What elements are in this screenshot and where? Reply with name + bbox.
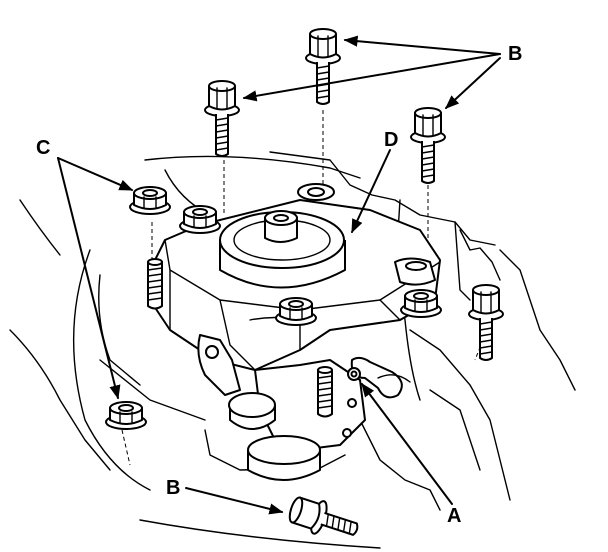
stud-left [147, 258, 163, 310]
callout-b-top: B [508, 43, 522, 65]
nut-top-left [129, 186, 171, 215]
rubber-mount [219, 210, 346, 289]
bushings [228, 392, 321, 481]
bolt-bottom [288, 496, 359, 536]
nut-bottom-left [105, 401, 147, 430]
callout-d: D [384, 129, 398, 151]
callout-b-bottom: B [166, 477, 180, 499]
nut-bracket-center [275, 297, 317, 326]
callout-c: C [36, 137, 50, 159]
nut-bracket-left [179, 205, 221, 234]
bolt-top-center [305, 28, 341, 105]
stud-center [317, 366, 333, 418]
bolt-top-left [204, 80, 240, 157]
leader-lines [57, 35, 501, 515]
bolt-right [468, 284, 504, 361]
ground-terminal [347, 356, 411, 399]
bolt-top-right [410, 107, 446, 184]
nut-bracket-right [400, 289, 442, 318]
callout-a: A [447, 505, 461, 527]
